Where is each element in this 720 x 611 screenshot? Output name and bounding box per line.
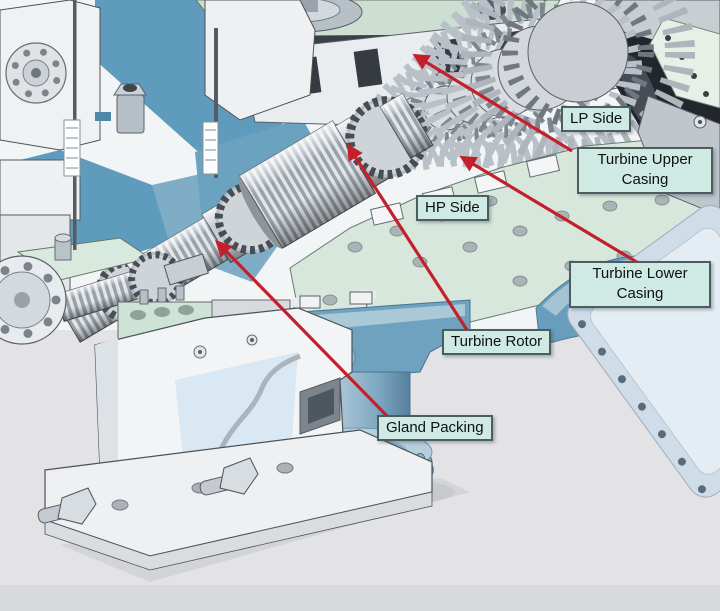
shaft-flange [5, 42, 67, 104]
label-lp-side: LP Side [561, 106, 632, 133]
label-turbine-rotor: Turbine Rotor [442, 329, 552, 356]
callout-arrows [215, 53, 641, 420]
arrow-turbine-lower-casing [459, 155, 641, 266]
holddown-clamp [199, 457, 259, 496]
blade-row [461, 0, 695, 169]
holddown-clamp [37, 487, 97, 525]
label-hp-side: HP Side [416, 195, 489, 222]
blade-stages [370, 0, 695, 170]
arrow-turbine-rotor [346, 143, 469, 331]
arrow-gland-packing [215, 240, 391, 420]
front-bearing-housing [0, 0, 316, 296]
flange-edge-tabs [369, 154, 561, 226]
coupling-flange [0, 255, 67, 345]
arrow-turbine-upper-casing [412, 53, 573, 153]
label-gland-packing: Gland Packing [377, 415, 493, 442]
probe-rod [63, 0, 81, 250]
label-turbine-upper-casing: Turbine Upper Casing [577, 147, 713, 194]
label-turbine-lower-casing: Turbine Lower Casing [569, 261, 711, 308]
cap-nut [113, 83, 147, 134]
baseplate [37, 429, 470, 582]
probe-rod [202, 28, 219, 178]
